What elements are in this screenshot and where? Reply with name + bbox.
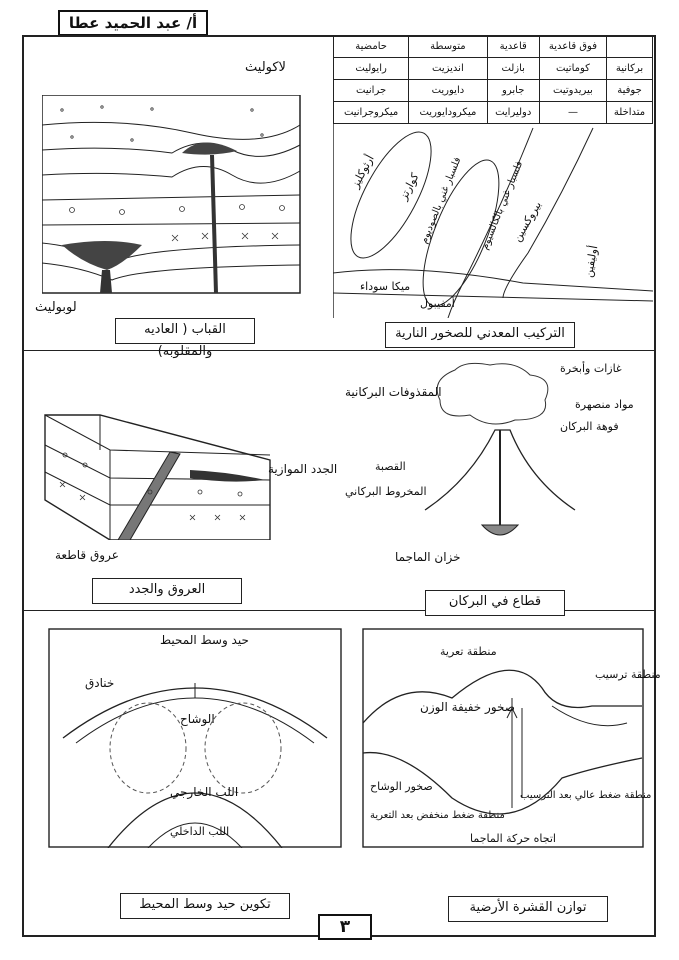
ejecta-label: المقذوفات البركانية: [345, 385, 442, 399]
dikes-caption: العروق والجدد: [92, 578, 242, 604]
author-name: أ/ عبد الحميد عطا: [58, 10, 208, 36]
low-pressure-label: منطقة ضغط منخفض بعد التعرية: [370, 810, 505, 821]
outer-core-label: اللب الخارجي: [170, 785, 239, 799]
table-row: بركانية كوماتيت بازلت انديزيت رايوليت: [332, 57, 653, 80]
table-cell: —: [538, 101, 608, 124]
isostasy-diagram: [362, 628, 644, 848]
table-row: متداخلة — دوليرايت ميكرودايوريت ميكروجرا…: [332, 101, 653, 124]
ridge-diagram: [48, 628, 342, 849]
volcano-caption: قطاع في البركان: [425, 590, 565, 616]
erosion-label: منطقة تعرية: [440, 645, 497, 658]
row-divider-2: [22, 610, 656, 611]
table-row: فوق قاعدية قاعدية متوسطة حامضية: [332, 35, 653, 58]
volcano-diagram: [420, 360, 580, 550]
laccolith-diagram: [41, 94, 302, 295]
table-cell: جابرو: [486, 79, 540, 102]
table-row: جوفية بيريدوتيت جابرو دايوريت جرانيت: [332, 79, 653, 102]
magma-direction-label: اتجاه حركة الماجما: [470, 832, 556, 845]
mineral-caption: التركيب المعدني للصخور النارية: [385, 322, 575, 348]
row-divider-1: [22, 350, 656, 351]
laccolith-label: لاكوليث: [245, 60, 286, 75]
mantle-rocks-label: صخور الوشاح: [370, 780, 433, 793]
ridge-label: حيد وسط المحيط: [160, 633, 249, 647]
table-cell: كوماتيت: [538, 57, 608, 80]
row-type: بركانية: [606, 57, 653, 80]
inner-core-label: اللب الداخلي: [170, 825, 230, 838]
biotite-label: ميكا سوداء: [360, 280, 411, 293]
table-cell: بيريدوتيت: [538, 79, 608, 102]
table-cell: ميكرودايوريت: [408, 101, 488, 124]
page-number: ٣: [318, 914, 372, 940]
molten-label: مواد منصهرة: [575, 398, 634, 411]
dike-label: عروق قاطعة: [55, 548, 119, 562]
isostasy-caption: توازن القشرة الأرضية: [448, 896, 608, 922]
ridge-caption: تكوين حيد وسط المحيط: [120, 893, 290, 919]
table-cell: دوليرايت: [486, 101, 540, 124]
sedimentation-label: منطقة ترسيب: [595, 668, 661, 681]
table-header: متوسطة: [408, 35, 488, 58]
amphibole-label: أمفيبول: [420, 297, 455, 310]
lopolith-label: لوبوليث: [35, 300, 77, 315]
cone-label: المخروط البركاني: [345, 485, 427, 498]
mineral-table: فوق قاعدية قاعدية متوسطة حامضية بركانية …: [332, 35, 653, 124]
mantle-label: الوشاح: [180, 712, 215, 726]
table-header: فوق قاعدية: [538, 35, 608, 58]
row-type: جوفية: [606, 79, 653, 102]
gases-label: غازات وأبخرة: [560, 362, 622, 375]
dikes-diagram: [40, 410, 280, 541]
sill-label: الجدد الموازية: [268, 462, 338, 476]
table-header: قاعدية: [486, 35, 540, 58]
chamber-label: خزان الماجما: [395, 550, 461, 564]
crater-label: فوهة البركان: [560, 420, 619, 433]
high-pressure-label: منطقة ضغط عالي بعد الترسيب: [520, 790, 652, 801]
table-cell: بازلت: [486, 57, 540, 80]
mineral-chart: [332, 122, 654, 319]
table-cell: انديزيت: [408, 57, 488, 80]
trench-label: خنادق: [85, 676, 115, 690]
table-cell: دايوريت: [408, 79, 488, 102]
laccolith-caption: القباب ( العاديه والمقلوبه): [115, 318, 255, 359]
light-rocks-label: صخور خفيفة الوزن: [420, 700, 515, 714]
table-header: حامضية: [332, 35, 410, 58]
mineral-table-wrap: فوق قاعدية قاعدية متوسطة حامضية بركانية …: [332, 35, 653, 124]
table-cell: ميكروجرانيت: [332, 101, 410, 124]
table-cell: رايوليت: [332, 57, 410, 80]
pipe-label: القصبة: [375, 460, 406, 473]
table-cell: جرانيت: [332, 79, 410, 102]
row-type: متداخلة: [606, 101, 653, 124]
